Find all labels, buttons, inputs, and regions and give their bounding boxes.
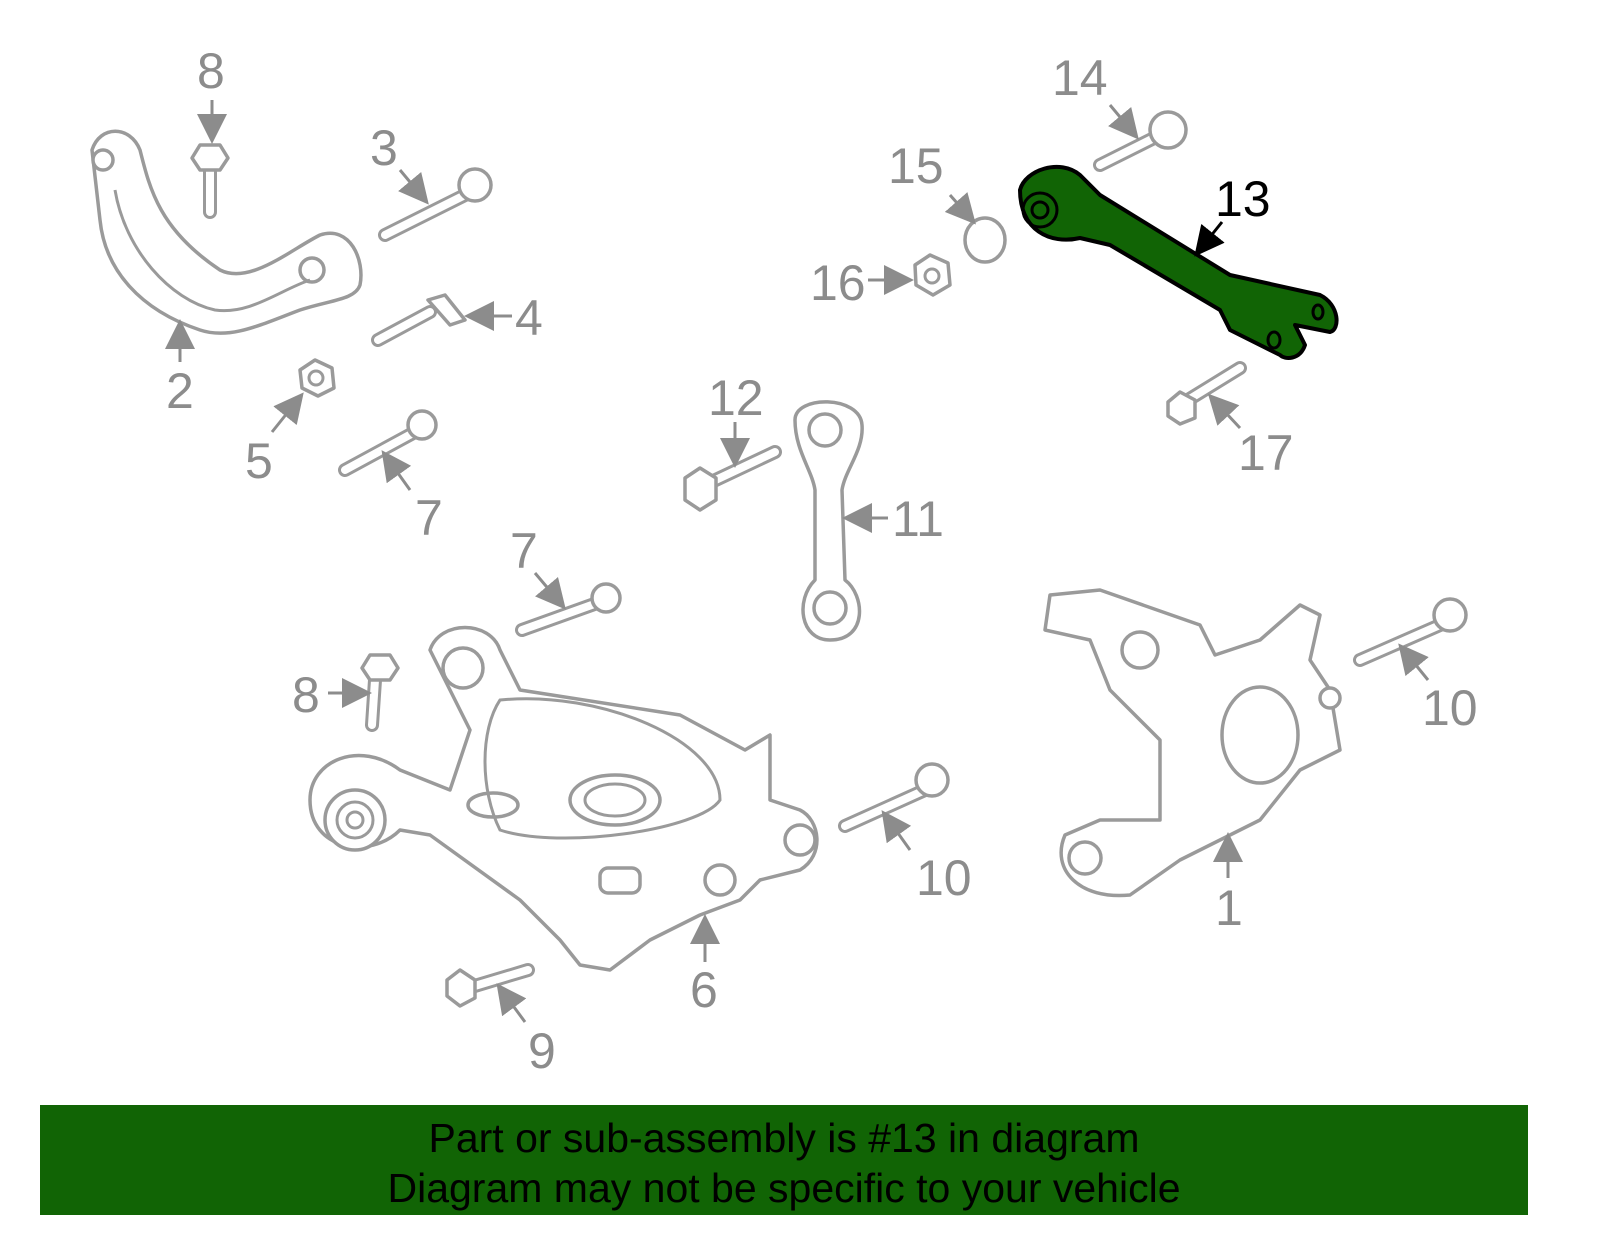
part-6-subframe[interactable] [308, 625, 819, 972]
part-10-bolt-right[interactable] [1353, 597, 1468, 667]
callout-10-right: 10 [1422, 680, 1478, 736]
callout-12: 12 [708, 370, 764, 426]
part-8-bolt-top[interactable] [190, 143, 230, 219]
part-5-nut[interactable] [298, 358, 336, 398]
callout-16: 16 [810, 255, 866, 311]
banner-line-part-number: Part or sub-assembly is #13 in diagram [428, 1115, 1140, 1161]
callout-3: 3 [370, 120, 398, 176]
callout-5: 5 [245, 433, 273, 489]
callout-2: 2 [166, 363, 194, 419]
part-4-bolt-with-washer[interactable] [371, 293, 467, 347]
callout-1: 1 [1215, 880, 1243, 936]
banner-line-disclaimer: Diagram may not be specific to your vehi… [387, 1165, 1181, 1211]
callout-7-a: 7 [415, 490, 443, 546]
callout-4: 4 [515, 290, 543, 346]
callout-9: 9 [528, 1023, 556, 1079]
callout-8-bottom: 8 [292, 667, 320, 723]
part-9-bolt[interactable] [445, 963, 535, 1008]
part-14-bolt[interactable] [1093, 110, 1188, 172]
callout-11: 11 [892, 491, 944, 547]
info-banner: Part or sub-assembly is #13 in diagram D… [40, 1105, 1528, 1215]
part-12-bolt[interactable] [683, 445, 782, 512]
part-2-upper-control-arm[interactable] [90, 129, 363, 335]
part-8-bolt-bottom[interactable] [360, 653, 400, 732]
part-10-bolt-center[interactable] [838, 762, 950, 833]
part-3-bolt[interactable] [378, 167, 493, 242]
callout-10-center: 10 [916, 850, 972, 906]
part-7-bolt-b[interactable] [515, 582, 622, 637]
callout-7-b: 7 [510, 523, 538, 579]
leader-arrows [165, 100, 1430, 1023]
part-11-stabilizer-link[interactable] [793, 400, 864, 642]
part-1-knuckle[interactable] [1043, 588, 1342, 898]
callout-6: 6 [690, 962, 718, 1018]
callout-13-highlighted: 13 [1215, 171, 1271, 227]
part-16-nut[interactable] [913, 253, 952, 297]
callout-15: 15 [888, 138, 944, 194]
part-7-bolt-a[interactable] [338, 409, 438, 477]
part-17-bolt[interactable] [1166, 361, 1247, 426]
part-13-trailing-arm-highlighted[interactable] [1018, 164, 1339, 360]
callout-17: 17 [1238, 425, 1294, 481]
callout-14: 14 [1052, 50, 1108, 106]
part-15-cap[interactable] [963, 216, 1007, 264]
callout-8-top: 8 [197, 43, 225, 99]
